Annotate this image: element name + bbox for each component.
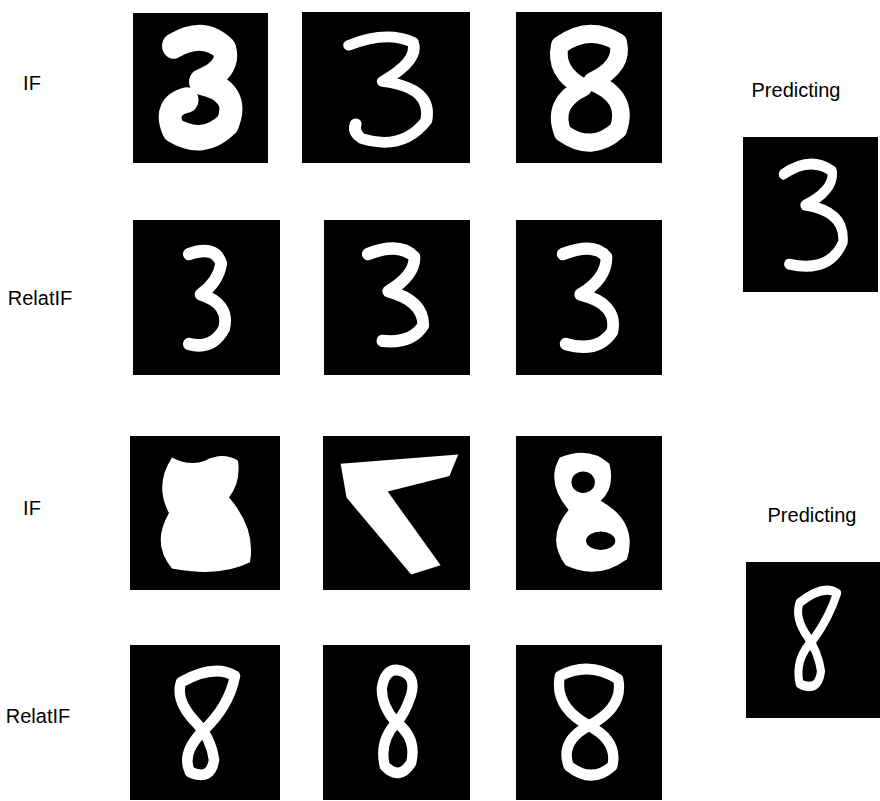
row-label: Predicting bbox=[768, 503, 857, 527]
digit-image bbox=[130, 436, 280, 590]
digit-image bbox=[516, 220, 662, 375]
row-label: RelatIF bbox=[6, 704, 70, 728]
digit-image bbox=[516, 436, 662, 590]
digit-image bbox=[302, 12, 470, 163]
digit-image bbox=[130, 645, 280, 800]
digit-image bbox=[323, 645, 470, 800]
digit-image bbox=[516, 645, 662, 800]
row-label: RelatIF bbox=[8, 286, 72, 310]
digit-image bbox=[133, 220, 280, 375]
digit-image bbox=[133, 13, 268, 163]
digit-image bbox=[323, 436, 470, 590]
row-label: IF bbox=[23, 71, 41, 95]
row-label: IF bbox=[23, 496, 41, 520]
digit-image bbox=[746, 562, 880, 718]
digit-image bbox=[324, 220, 470, 375]
digit-image bbox=[743, 137, 878, 292]
row-label: Predicting bbox=[752, 78, 841, 102]
digit-image bbox=[516, 12, 662, 163]
